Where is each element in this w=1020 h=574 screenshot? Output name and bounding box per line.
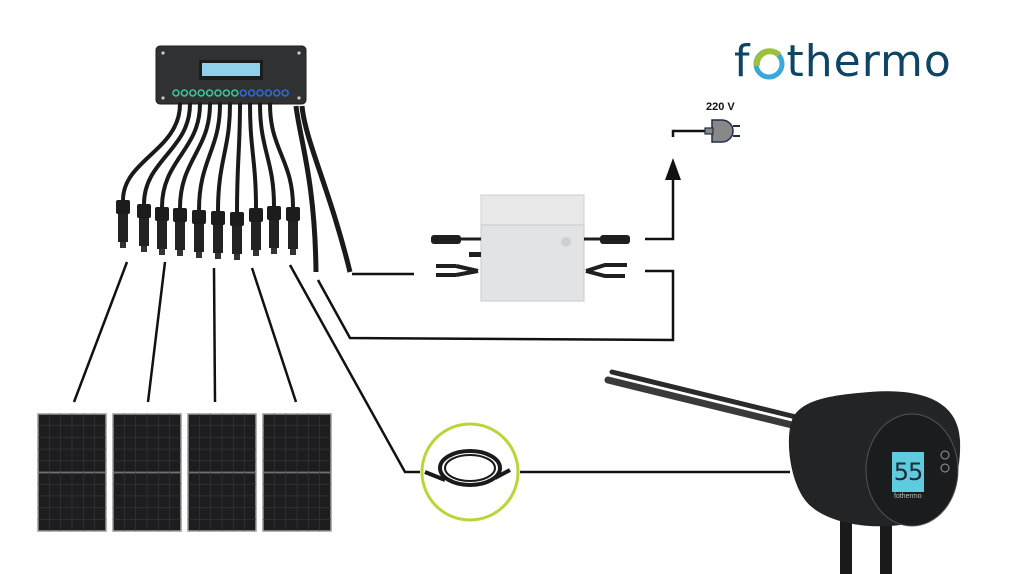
extension-cable[interactable] [420, 422, 520, 522]
solar-panels [37, 413, 332, 532]
mppt-controller[interactable] [155, 45, 307, 105]
controller-led [272, 89, 281, 97]
controller-led [256, 89, 264, 97]
mc4-connector [116, 200, 130, 248]
controller-led [189, 89, 197, 97]
micro-inverter[interactable] [431, 194, 630, 302]
controller-cable [248, 102, 258, 210]
controller-led [214, 89, 222, 97]
controller-cable [121, 102, 182, 202]
controller-led [180, 89, 189, 97]
mc4-connector [155, 207, 169, 255]
inverter-dc-return-wire [316, 269, 675, 342]
controller-cable [197, 102, 222, 212]
heater-temperature: 55 [893, 458, 924, 486]
power-plug-icon [704, 119, 740, 143]
fothermo-logo: f thermo [734, 36, 952, 88]
logo-ring-icon [752, 47, 786, 81]
voltage-label: 220 V [706, 101, 735, 113]
controller-cable [235, 102, 242, 214]
solar-panel [37, 413, 107, 532]
panel-wire-4 [250, 267, 298, 403]
controller-led [264, 89, 273, 97]
controller-leds [172, 89, 290, 97]
panel-wire-1 [72, 261, 129, 403]
panel-wires [72, 129, 790, 474]
logo-text-left: f [734, 36, 751, 87]
panel-wire-2 [146, 261, 167, 403]
solar-panel [262, 413, 332, 532]
controller-cable [258, 102, 276, 208]
controller-cable [268, 102, 295, 209]
mc4-connector [192, 210, 206, 258]
mc4-connector [137, 204, 151, 252]
mc4-connector [267, 206, 281, 254]
logo-text-right: thermo [786, 36, 952, 87]
controller-led [172, 89, 180, 97]
mc4-connector [286, 207, 300, 255]
cable-wire-in [288, 264, 420, 474]
panel-wire-3 [212, 267, 217, 403]
controller-cable [142, 102, 192, 206]
controller-cable [216, 102, 232, 213]
mc4-connector [230, 212, 244, 260]
controller-cable [178, 102, 212, 210]
controller-led [247, 89, 256, 97]
mc4-connector [211, 211, 225, 259]
controller-led [281, 89, 290, 97]
loose-cable-1 [293, 105, 319, 273]
mc4-connector [173, 208, 187, 256]
immersion-heater[interactable] [604, 369, 961, 574]
controller-led [222, 89, 231, 97]
grid-wire [671, 129, 705, 137]
solar-panel [187, 413, 257, 532]
controller-cable [160, 102, 202, 209]
mc4-connector [249, 208, 263, 256]
solar-panel [112, 413, 182, 532]
mc4-connectors [116, 200, 300, 260]
heater-display [892, 452, 924, 492]
arrow-up-icon [665, 158, 681, 180]
loose-cable-2 [299, 105, 353, 273]
controller-led [197, 89, 205, 97]
inverter-ac-wire [645, 178, 675, 241]
controller-cables [121, 102, 295, 214]
controller-lcd [202, 63, 260, 76]
heater-brand: fothermo [894, 493, 922, 500]
controller-led [239, 89, 247, 97]
controller-led [205, 89, 214, 97]
controller-led [231, 89, 239, 97]
